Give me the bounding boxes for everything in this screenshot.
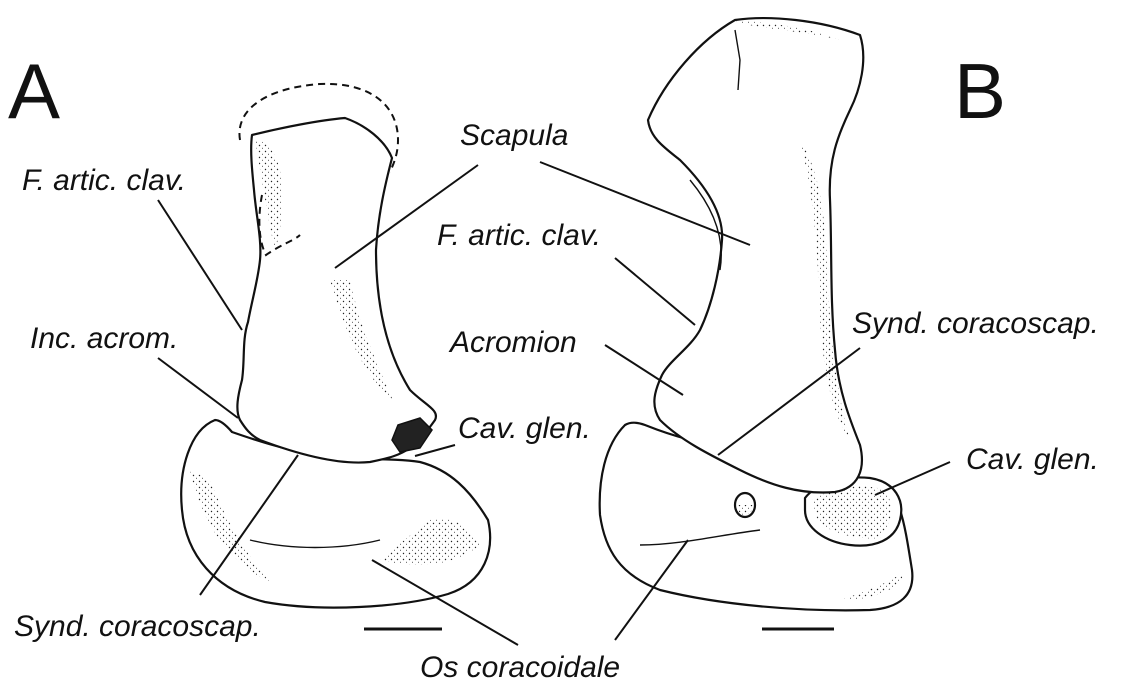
- leader-b-f-artic-clav: [615, 258, 695, 325]
- leader-a-f-artic-clav: [158, 200, 242, 330]
- label-scapula: Scapula: [460, 119, 568, 152]
- label-a-f-artic-clav: F. artic. clav.: [22, 164, 186, 197]
- label-a-inc-acrom: Inc. acrom.: [30, 322, 178, 355]
- leader-b-cav-glen: [875, 462, 950, 495]
- panel-b-scapula-drawing: [648, 18, 863, 492]
- label-b-cav-glen: Cav. glen.: [966, 443, 1099, 476]
- label-a-synd-coracoscap: Synd. coracoscap.: [14, 610, 261, 643]
- label-b-synd-coracoscap: Synd. coracoscap.: [852, 307, 1099, 340]
- label-os-coracoidale: Os coracoidale: [420, 651, 620, 684]
- label-a-cav-glen: Cav. glen.: [458, 412, 591, 445]
- panel-a-letter: A: [8, 47, 60, 135]
- panel-b-letter: B: [954, 47, 1006, 135]
- leader-a-inc-acrom: [158, 358, 238, 418]
- label-b-acromion: Acromion: [448, 326, 577, 359]
- panel-b: B F. artic. clav. Acromion Synd. coracos…: [420, 18, 1099, 684]
- label-b-f-artic-clav: F. artic. clav.: [437, 219, 601, 252]
